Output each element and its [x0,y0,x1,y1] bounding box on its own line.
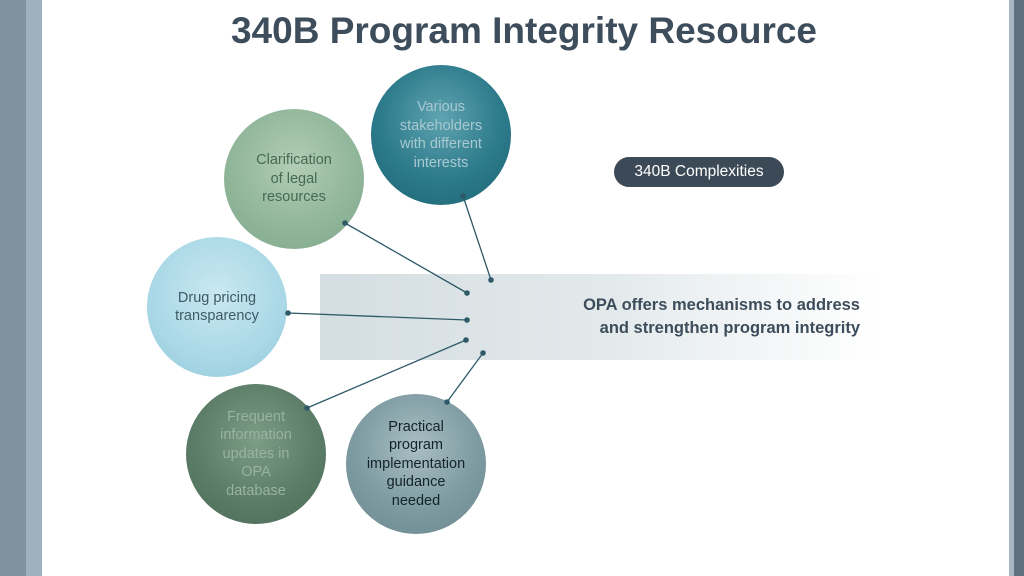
circle-text: Practical [388,418,444,435]
circle-text: transparency [175,308,259,324]
circle-text: guidance [386,474,446,491]
circle-text: stakeholders [399,117,483,134]
left-frame-band [0,0,26,576]
circle-text: Frequent [226,408,286,425]
complexities-pill: 340B Complexities [614,157,784,187]
banner-line-2: and strengthen program integrity [599,319,860,337]
banner-text: OPA offers mechanisms to address and str… [583,294,860,340]
circle-practical-guidance: Practical program implementation guidanc… [346,394,486,534]
circle-text: interests [413,154,469,171]
circle-text: Various [416,99,466,115]
connector-stakeholders [462,195,492,281]
circle-text: database [226,482,286,499]
circle-text: implementation [366,455,466,472]
circle-frequent-updates: Frequent information updates in OPA data… [186,384,326,524]
circle-text: Clarification [256,152,332,169]
circle-text: of legal [270,170,318,187]
circle-text: resources [262,189,326,206]
circle-drug-pricing: Drug pricing transparency [147,237,287,377]
right-frame-band-light [1009,0,1014,576]
circle-text: with different [400,136,482,152]
circle-stakeholders: Various stakeholders with different inte… [371,65,511,205]
circle-text: information [220,427,292,444]
circle-text: needed [391,492,441,509]
circle-legal-resources: Clarification of legal resources [224,109,364,249]
circle-text: Drug pricing [177,289,257,306]
right-frame-band [1014,0,1024,576]
banner-line-1: OPA offers mechanisms to address [583,296,860,314]
slide-title: 340B Program Integrity Resource [230,10,818,51]
circle-text: OPA [241,464,271,481]
circle-text: updates in [222,445,290,462]
left-frame-band-light [26,0,42,576]
connector-practical [446,352,484,403]
circle-text: program [388,437,443,454]
